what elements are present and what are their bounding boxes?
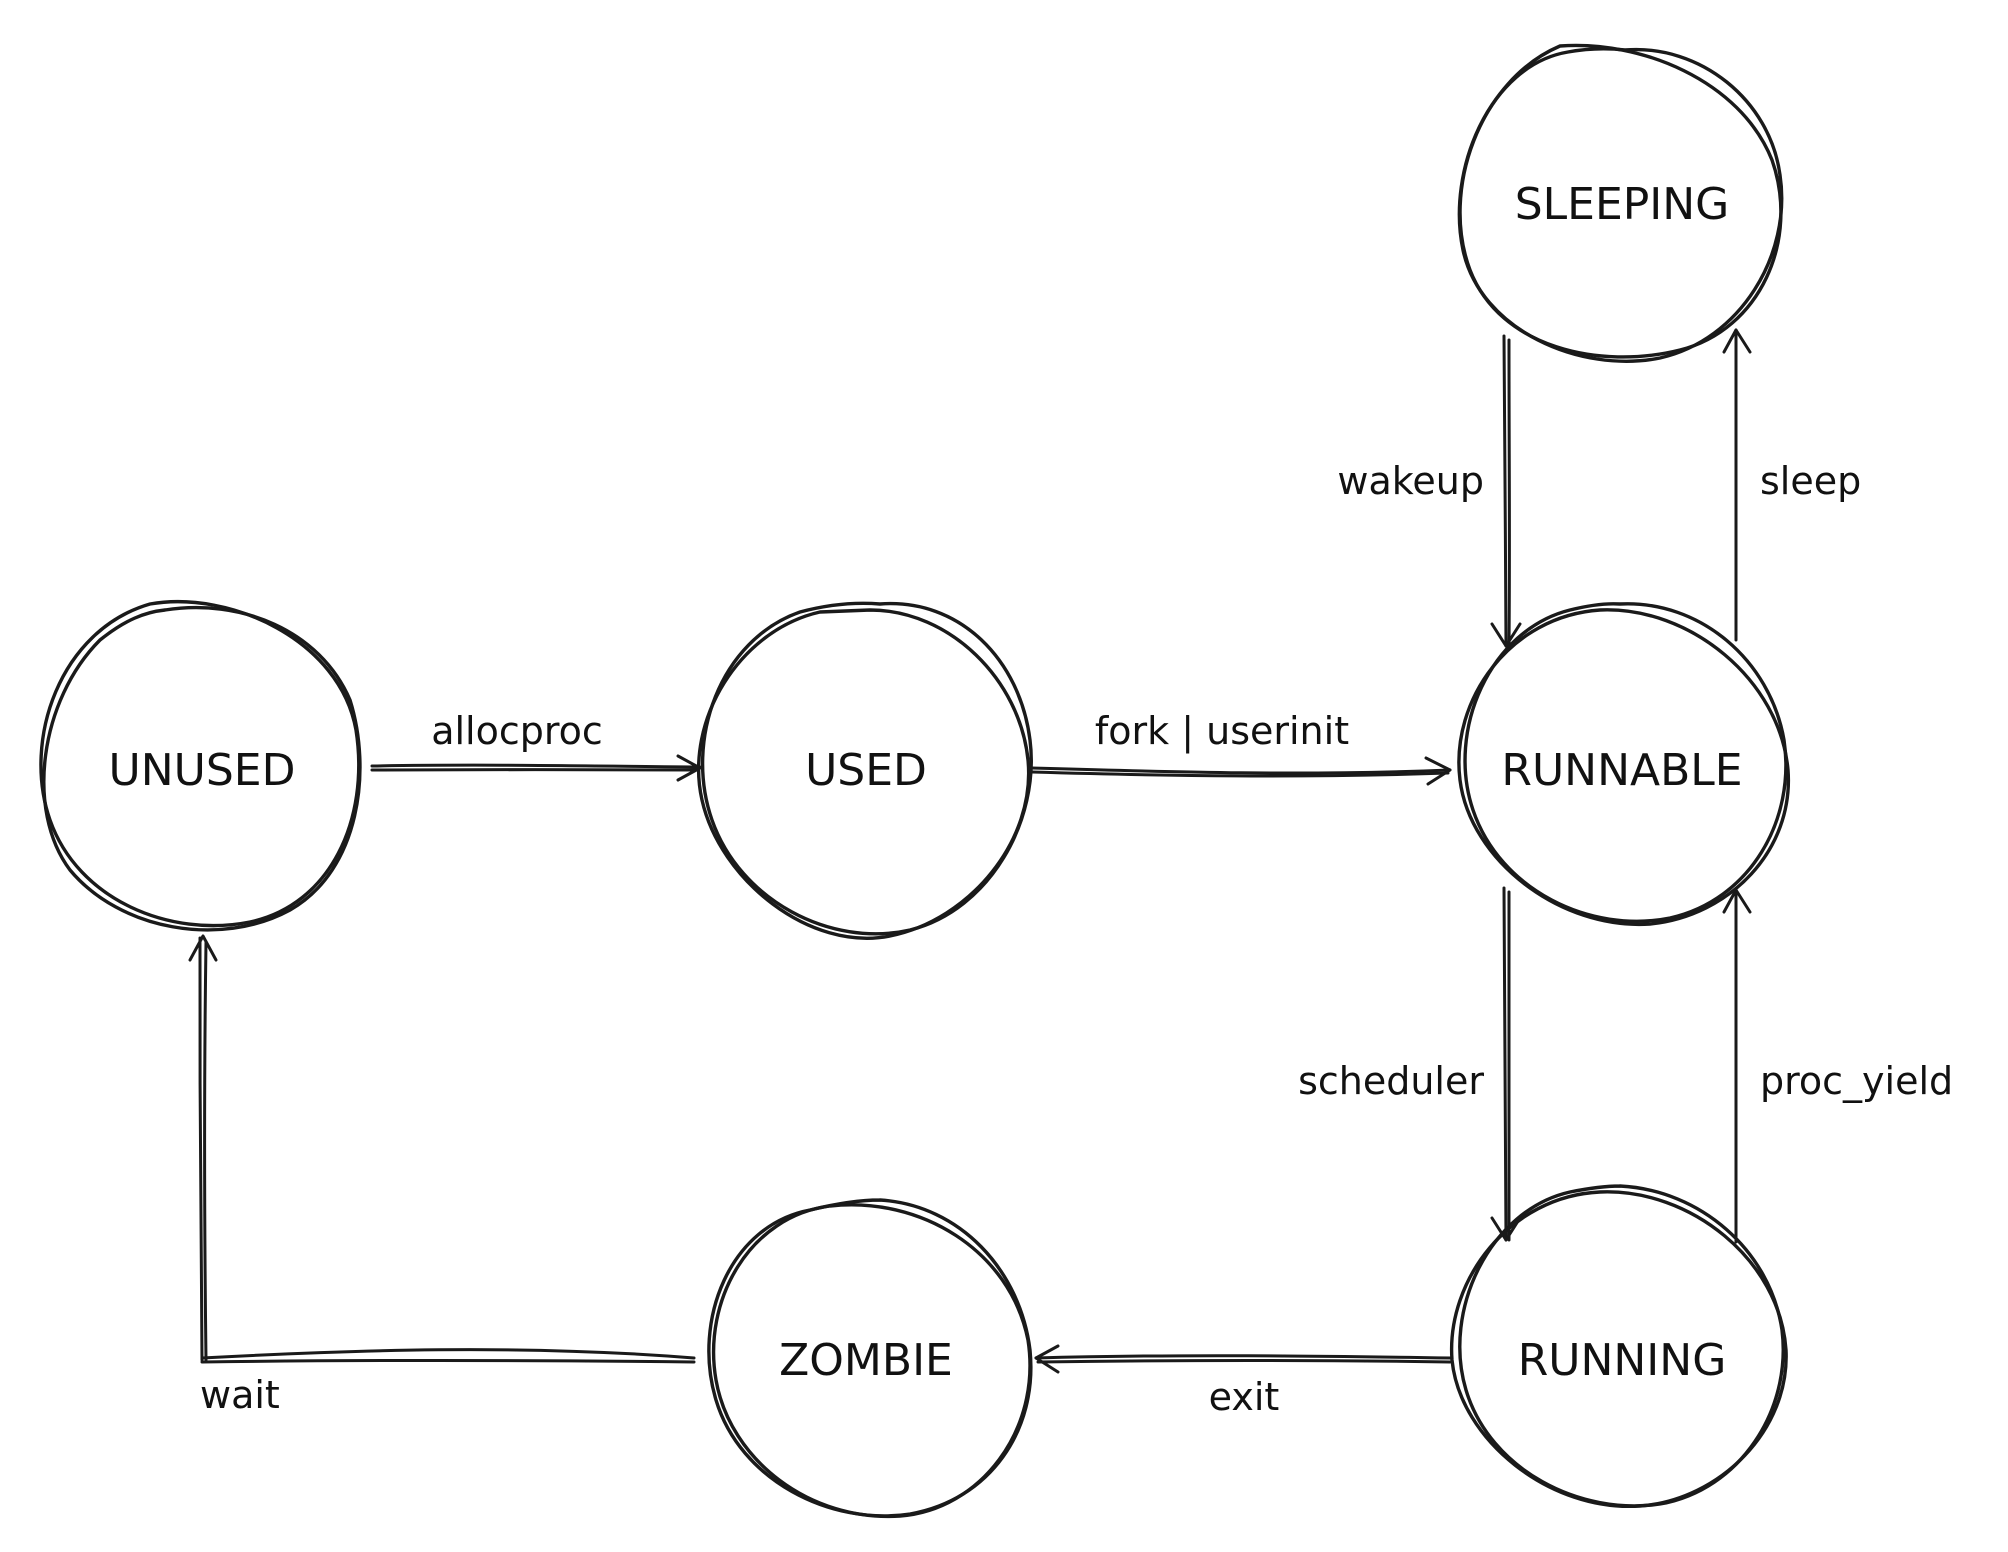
transition-scheduler: scheduler [1298,886,1522,1242]
state-running-label: RUNNING [1518,1335,1727,1386]
label-proc-yield: proc_yield [1760,1059,1953,1103]
label-fork-userinit: fork | userinit [1095,709,1349,754]
state-zombie-label: ZOMBIE [779,1335,953,1386]
transition-wakeup: wakeup [1337,334,1522,648]
transition-sleep: sleep [1722,328,1861,642]
state-runnable: RUNNABLE [1457,602,1791,926]
state-sleeping-label: SLEEPING [1515,179,1730,230]
label-scheduler: scheduler [1298,1059,1484,1103]
transition-wait: wait [188,934,696,1417]
label-exit: exit [1209,1375,1280,1419]
state-runnable-label: RUNNABLE [1501,745,1742,796]
transition-exit: exit [1034,1344,1454,1419]
transition-proc-yield: proc_yield [1722,888,1953,1244]
state-used-label: USED [805,745,927,796]
state-zombie: ZOMBIE [707,1198,1033,1519]
state-used: USED [696,601,1033,940]
state-unused: UNUSED [39,599,362,932]
label-wait: wait [200,1373,280,1417]
transition-fork-userinit: fork | userinit [1030,709,1452,786]
state-running: RUNNING [1449,1184,1788,1508]
label-sleep: sleep [1760,459,1861,503]
state-unused-label: UNUSED [109,745,296,796]
state-sleeping: SLEEPING [1457,43,1784,363]
label-allocproc: allocproc [431,709,603,753]
label-wakeup: wakeup [1337,459,1484,503]
transition-allocproc: allocproc [370,709,702,782]
